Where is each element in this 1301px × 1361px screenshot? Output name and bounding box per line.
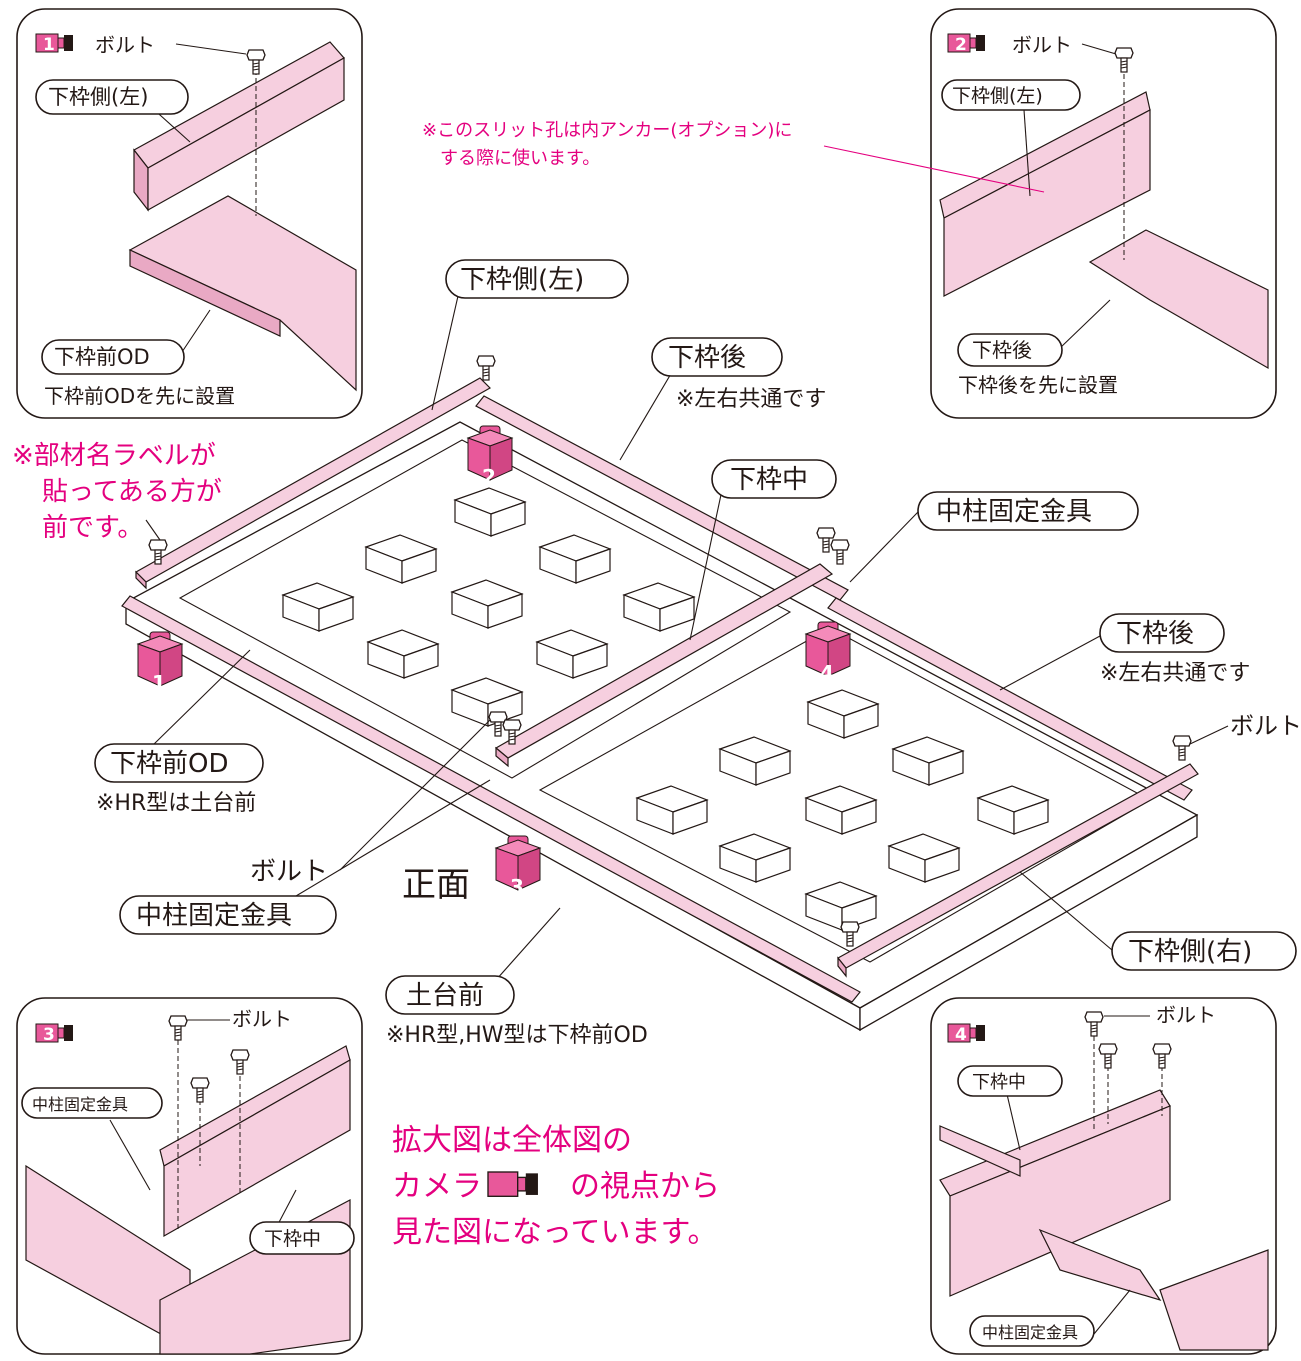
marker-3-number: 3 bbox=[510, 875, 524, 899]
main-rear-right-label: 下枠後 bbox=[1116, 619, 1194, 649]
main-bolt-right-label: ボルト bbox=[1230, 712, 1301, 740]
inset-3-bolt-icon-3 bbox=[230, 1049, 250, 1075]
main-bracket-top-label: 中柱固定金具 bbox=[936, 497, 1092, 527]
inset-2-frame bbox=[823, 8, 1277, 419]
main-front-od-label: 下枠前OD bbox=[110, 749, 229, 779]
slit-note-line1: ※このスリット孔は内アンカー(オプション)に bbox=[422, 120, 792, 141]
inset-4-bolt-icon-2 bbox=[1098, 1043, 1118, 1069]
inset-3-bracket-label: 中柱固定金具 bbox=[32, 1095, 128, 1114]
inset-3-bolt-icon-2 bbox=[190, 1077, 210, 1103]
inset-1-note: 下枠前ODを先に設置 bbox=[44, 384, 235, 408]
label-note-line3: 前です。 bbox=[42, 513, 143, 543]
inset-1-side-left-label: 下枠側(左) bbox=[48, 85, 148, 109]
marker-1-number: 1 bbox=[152, 671, 166, 695]
main-bolt-bottom-label: ボルト bbox=[250, 857, 328, 887]
inset-3-number: 3 bbox=[43, 1025, 55, 1045]
legend-line2b: の視点から bbox=[570, 1169, 720, 1204]
inset-1-bolt-label: ボルト bbox=[95, 33, 155, 57]
label-note-line2: 貼ってある方が bbox=[42, 477, 222, 507]
legend-line3: 見た図になっています。 bbox=[392, 1215, 718, 1250]
main-mid-label: 下枠中 bbox=[730, 465, 808, 495]
inset-4-number: 4 bbox=[955, 1025, 967, 1045]
inset-4-bracket-label: 中柱固定金具 bbox=[982, 1323, 1078, 1342]
main-rear-left-label: 下枠後 bbox=[668, 343, 746, 373]
main-front-od-note: ※HR型は土台前 bbox=[96, 791, 256, 816]
inset-1-frame bbox=[16, 8, 363, 419]
inset-3-bolt-icon-1 bbox=[168, 1015, 188, 1041]
inset-2-number: 2 bbox=[955, 35, 967, 55]
inset-4-bolt-icon-1 bbox=[1084, 1011, 1104, 1037]
label-note-line1: ※部材名ラベルが bbox=[12, 441, 216, 471]
legend-camera-icon bbox=[487, 1171, 539, 1197]
main-dodai-note: ※HR型,HW型は下枠前OD bbox=[386, 1023, 648, 1048]
inset-4-frame bbox=[930, 997, 1277, 1355]
legend-line1: 拡大図は全体図の bbox=[392, 1123, 632, 1158]
inset-2-note: 下枠後を先に設置 bbox=[958, 373, 1118, 397]
inset-1-bolt-icon bbox=[246, 49, 266, 75]
legend-line2a: カメラ bbox=[392, 1169, 482, 1204]
inset-1-number: 1 bbox=[43, 35, 55, 55]
label-pills bbox=[21, 79, 1297, 1347]
inset-2-bolt-icon bbox=[1114, 47, 1134, 73]
main-rear-right-note: ※左右共通です bbox=[1100, 661, 1250, 686]
main-bracket-bottom-label: 中柱固定金具 bbox=[136, 901, 292, 931]
inset-3-frame bbox=[16, 997, 363, 1355]
slit-note-line2: する際に使います。 bbox=[440, 148, 600, 169]
main-side-right-label: 下枠側(右) bbox=[1128, 937, 1252, 967]
inset-2-rear-label: 下枠後 bbox=[972, 338, 1032, 362]
inset-2-bolt-label: ボルト bbox=[1012, 33, 1072, 57]
inset-1-front-od-label: 下枠前OD bbox=[54, 345, 150, 369]
main-leader-lines bbox=[145, 295, 1229, 981]
main-dodai-label: 土台前 bbox=[406, 981, 484, 1011]
inset-4-bolt-label: ボルト bbox=[1156, 1003, 1216, 1027]
inset-4-bolt-icon-3 bbox=[1152, 1043, 1172, 1069]
inset-4-mid-label: 下枠中 bbox=[972, 1072, 1026, 1093]
marker-2-number: 2 bbox=[482, 465, 496, 489]
inset-3-bolt-label: ボルト bbox=[232, 1007, 292, 1031]
marker-4-number: 4 bbox=[820, 661, 834, 685]
main-rails bbox=[121, 377, 1199, 1003]
main-side-left-label: 下枠側(左) bbox=[460, 265, 584, 295]
inset-2-side-left-label: 下枠側(左) bbox=[952, 85, 1043, 107]
main-rear-left-note: ※左右共通です bbox=[676, 387, 826, 412]
main-front-face-label: 正面 bbox=[402, 865, 470, 905]
inset-3-mid-label: 下枠中 bbox=[264, 1228, 321, 1250]
